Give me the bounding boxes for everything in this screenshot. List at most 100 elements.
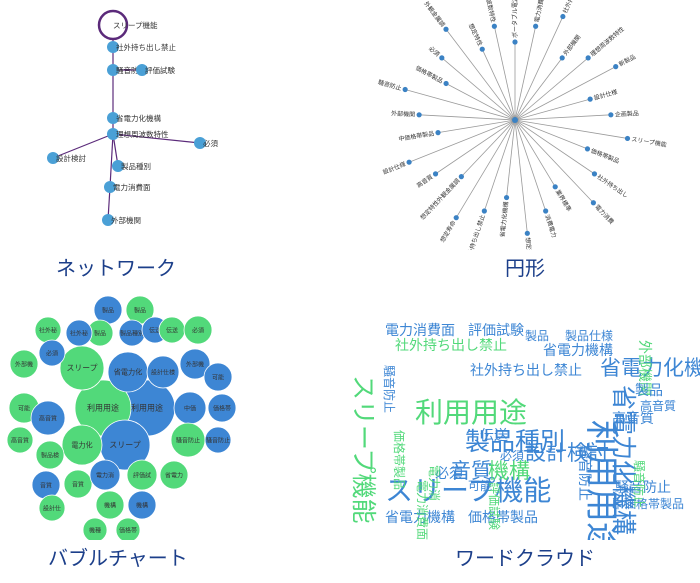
bubble[interactable]: 製品検 (35, 440, 65, 470)
radial-node-dot (533, 23, 539, 29)
network-edge (52, 133, 114, 159)
network-node[interactable]: 省電力化機構 (107, 112, 161, 124)
bubble[interactable]: 価格帯 (207, 393, 237, 423)
radial-node-label: 高音質 (415, 173, 434, 190)
bubble-label: 利用用途 (131, 403, 163, 413)
bubble-label: 電力化 (71, 441, 92, 450)
bubble[interactable]: スリープ (59, 345, 105, 391)
network-nodes: スリープ機能社外持ち出し禁止騒音防止評価試験省電力化機構理想周波数特性必須設計検… (47, 9, 218, 226)
network-node[interactable]: スリープ機能 (97, 9, 158, 41)
radial-node[interactable]: 社外持ち出し禁止 (560, 0, 588, 20)
bubble[interactable]: 設計仕 (38, 494, 66, 522)
bubble[interactable]: 必須 (183, 315, 213, 345)
radial-node[interactable]: 価格帯製品 (584, 146, 621, 166)
radial-node[interactable]: 企画製品 (608, 109, 639, 119)
radial-node[interactable]: 高音質 (415, 171, 439, 190)
bubble[interactable]: 省電力 (159, 460, 189, 490)
network-node[interactable]: 社外持ち出し禁止 (107, 41, 176, 53)
bubble[interactable]: 電力化 (61, 424, 103, 466)
radial-node[interactable]: 想定特性 (467, 22, 485, 52)
bubble[interactable]: 中価 (173, 391, 207, 425)
radial-node[interactable]: 業界標準 (552, 184, 573, 213)
bubble[interactable]: 製品 (93, 295, 123, 325)
radial-node-dot (512, 39, 518, 45)
radial-edge (405, 89, 516, 121)
bubble-circle (30, 400, 66, 436)
bubble[interactable]: 機種 (82, 517, 108, 540)
radial-node[interactable]: 設計仕様 (587, 88, 619, 102)
bubble[interactable]: 伝送 (158, 316, 186, 344)
bubble[interactable]: 騒音防止 (204, 426, 232, 454)
radial-node-dot (416, 112, 422, 118)
bubble[interactable]: 製品種別 (118, 319, 146, 347)
bubble-label: 騒音防止 (176, 437, 200, 445)
radial-node[interactable]: 理想周波数特性 (585, 25, 626, 61)
word-cloud-word: 社外持ち出し禁止 (470, 363, 582, 379)
radial-edge (445, 29, 516, 121)
radial-node[interactable]: 価格帯製品 (414, 64, 449, 87)
network-node[interactable]: 理想周波数特性 (107, 128, 169, 140)
radial-node-label: 必須 (427, 44, 441, 58)
network-node[interactable]: 外部機関 (102, 214, 141, 226)
radial-node[interactable]: 必須 (427, 44, 445, 61)
word-cloud-word: 評価試験 (468, 323, 524, 339)
bubble[interactable]: 騒音防止 (170, 422, 206, 458)
radial-node[interactable]: 消費電力 (543, 208, 558, 239)
bubble[interactable]: 高音質 (30, 400, 66, 436)
radial-node[interactable]: 省電力化機構 (498, 194, 510, 238)
radial-node[interactable]: 新製品 (613, 53, 637, 70)
radial-node[interactable]: ボータブル電源 (511, 0, 519, 45)
radial-node[interactable]: 想定周波数特性 (481, 0, 498, 29)
word-cloud-word: 騒音防止 (615, 479, 671, 496)
bubble[interactable]: 価格帯 (115, 517, 141, 540)
bubble[interactable]: 評価試 (126, 459, 158, 491)
bubble[interactable]: 機構 (127, 490, 157, 520)
radial-node-label: 社外持ち出し禁止 (561, 0, 588, 15)
network-node[interactable]: 必須 (194, 137, 218, 149)
radial-node[interactable]: スリープ機能 (624, 135, 667, 149)
bubble[interactable]: 必須 (38, 339, 66, 367)
radial-node[interactable]: 社外持ち出し (591, 171, 630, 200)
network-node[interactable]: 電力消費面 (104, 181, 151, 193)
radial-node[interactable]: 電力消費面 (533, 0, 547, 29)
bubble[interactable]: 高音質 (6, 426, 34, 454)
bubble-label: 音質 (72, 481, 84, 489)
bubble[interactable]: 電力消 (89, 459, 121, 491)
radial-edges (405, 16, 628, 234)
bubble[interactable]: 音質 (31, 470, 61, 500)
radial-node-dot (584, 146, 591, 152)
bubble[interactable]: 外部機 (179, 348, 211, 380)
radial-node[interactable]: 外部機関 (391, 109, 422, 119)
radial-node-label: 社外持ち出し禁止 (464, 213, 487, 250)
bubble[interactable]: 社外秘 (65, 319, 93, 347)
radial-node[interactable]: 外部機関 (559, 33, 583, 61)
bubble[interactable]: 設計仕様 (146, 355, 180, 389)
radial-node[interactable]: 想定寿命 (524, 230, 535, 250)
radial-node-label: 理想周波数特性 (589, 25, 626, 58)
radial-edge (441, 57, 516, 121)
radial-node[interactable]: 騒音防止 (377, 78, 408, 92)
bubble[interactable]: 可能 (203, 362, 233, 392)
radial-node[interactable]: 社外持ち出し禁止 (464, 208, 487, 250)
bubble[interactable]: 外部機 (9, 349, 39, 379)
bubble-circle (183, 315, 213, 345)
bubble[interactable]: 社外秘 (34, 316, 62, 344)
network-node-label: 外部機関 (111, 215, 141, 225)
radial-node[interactable]: 中価格帯製品 (398, 129, 441, 143)
network-node[interactable]: 製品種別 (112, 160, 151, 172)
word-cloud-word: 社外持ち出し禁止 (395, 338, 507, 354)
radial-node-label: 消費電力 (543, 213, 558, 238)
radial-node[interactable]: 設計仕様 (382, 159, 412, 177)
bubble[interactable]: 音質 (63, 469, 93, 499)
network-node[interactable]: 設計検討 (47, 152, 86, 164)
network-node[interactable]: 騒音防止 (107, 64, 146, 76)
bubble[interactable]: 機構 (95, 490, 125, 520)
word-cloud-word: 機構 (488, 459, 530, 483)
network-node[interactable]: 評価試験 (136, 64, 175, 76)
radial-node[interactable]: 外観金属調 (422, 0, 449, 32)
bubble[interactable]: 省電力化 (107, 351, 149, 393)
word-cloud-word: 製品 (635, 383, 663, 399)
radial-node-label: 価格帯製品 (590, 147, 621, 166)
radial-node[interactable]: 想定寿命 (438, 215, 459, 244)
radial-node[interactable]: 電力消費 (590, 200, 616, 226)
